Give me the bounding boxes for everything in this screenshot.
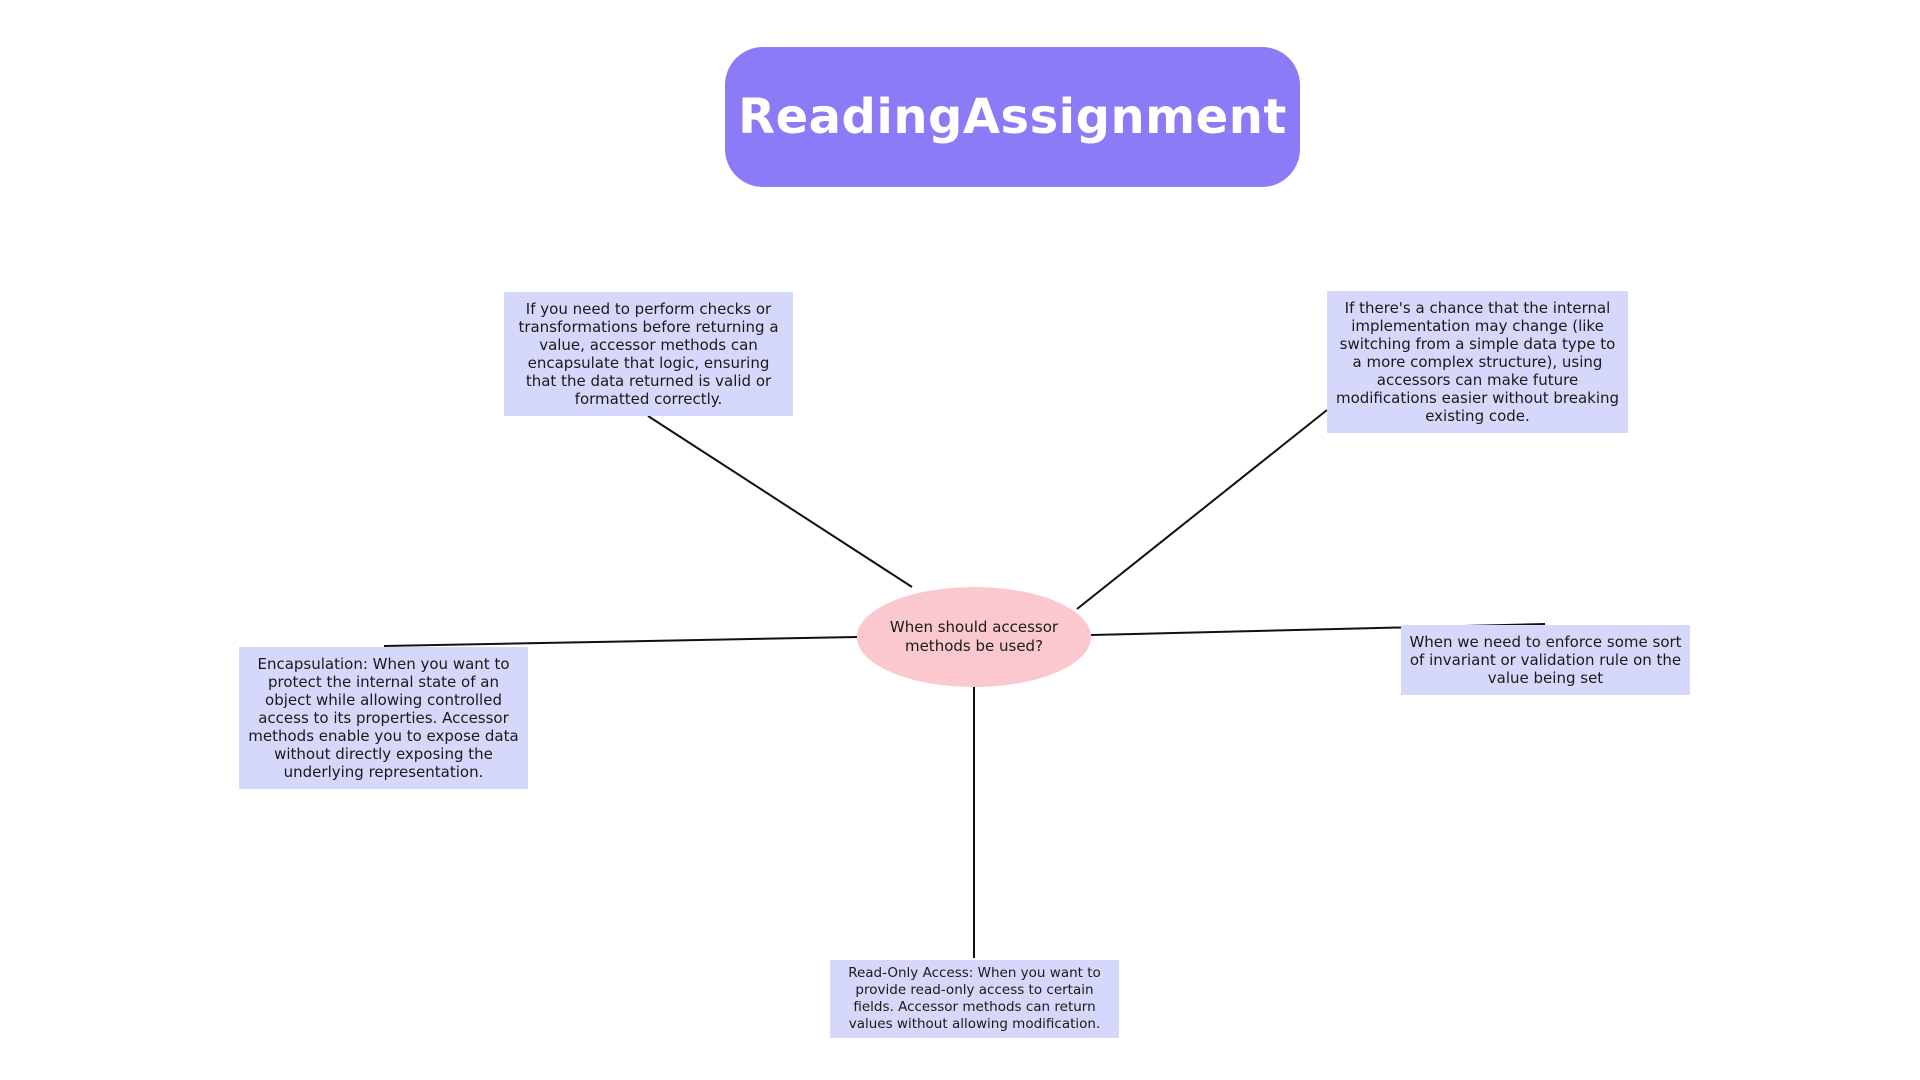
node-encapsulation-text: Encapsulation: When you want to protect … xyxy=(248,655,519,781)
node-validation-logic-text: If you need to perform checks or transfo… xyxy=(518,300,779,408)
connector-top-left xyxy=(647,415,913,588)
connector-top-right xyxy=(1076,409,1328,610)
title-banner: ReadingAssignment xyxy=(725,47,1300,187)
node-invariant-validation-text: When we need to enforce some sort of inv… xyxy=(1409,633,1682,687)
connector-left xyxy=(383,636,858,647)
central-topic: When should accessor methods be used? xyxy=(857,587,1091,687)
node-read-only-access: Read-Only Access: When you want to provi… xyxy=(830,960,1119,1038)
node-invariant-validation: When we need to enforce some sort of inv… xyxy=(1401,625,1690,695)
central-topic-label: When should accessor methods be used? xyxy=(889,618,1059,655)
node-future-changes-text: If there's a chance that the internal im… xyxy=(1335,299,1620,425)
node-encapsulation: Encapsulation: When you want to protect … xyxy=(239,647,528,789)
node-read-only-access-text: Read-Only Access: When you want to provi… xyxy=(848,965,1101,1032)
page-title: ReadingAssignment xyxy=(738,89,1287,145)
node-future-changes: If there's a chance that the internal im… xyxy=(1327,291,1628,433)
node-validation-logic: If you need to perform checks or transfo… xyxy=(504,292,793,416)
